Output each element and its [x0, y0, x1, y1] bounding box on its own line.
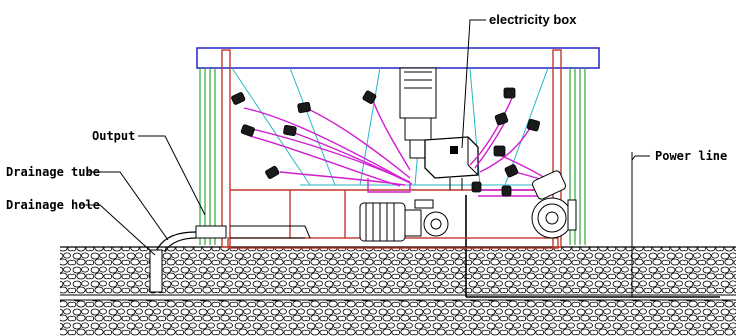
- left-pump: [359, 199, 449, 242]
- nozzle-icon: [504, 164, 519, 178]
- nozzle-icon: [283, 124, 297, 137]
- nozzle-icon: [362, 90, 377, 104]
- label-output: Output: [92, 129, 135, 143]
- nozzle-icon: [526, 118, 541, 132]
- callout-leaders: [80, 19, 650, 256]
- box-indicator-icon: [450, 146, 458, 154]
- nozzle-icon: [240, 124, 255, 137]
- nozzle-icon: [471, 181, 482, 193]
- drainage-hole: [149, 249, 163, 293]
- label-electricity-box: electricity box: [489, 12, 577, 27]
- nozzle-icon: [503, 87, 516, 99]
- nozzle-icon: [231, 92, 246, 105]
- lower-gravel-layer: [60, 300, 736, 336]
- label-drainage-hole: Drainage hole: [6, 198, 100, 212]
- nozzle-icon: [493, 145, 506, 157]
- label-power-line: Power line: [655, 149, 727, 163]
- power-line: [465, 152, 720, 298]
- label-drainage-tube: Drainage tube: [6, 165, 100, 179]
- output-pipe: [157, 225, 311, 253]
- nozzle-icon: [265, 165, 280, 179]
- nozzle-icon: [494, 112, 509, 126]
- upper-gravel-layer: [60, 247, 736, 295]
- nozzle-icon: [297, 101, 311, 114]
- magenta-pipes: [243, 97, 556, 197]
- nozzle-icon: [501, 185, 512, 197]
- central-motor-tower: [399, 67, 437, 159]
- red-frame: [221, 49, 562, 249]
- nozzles: [231, 87, 541, 197]
- right-pump: [531, 170, 577, 239]
- ground-gravel: [60, 246, 736, 336]
- blue-lid: [196, 47, 600, 69]
- electricity-box: [424, 136, 479, 190]
